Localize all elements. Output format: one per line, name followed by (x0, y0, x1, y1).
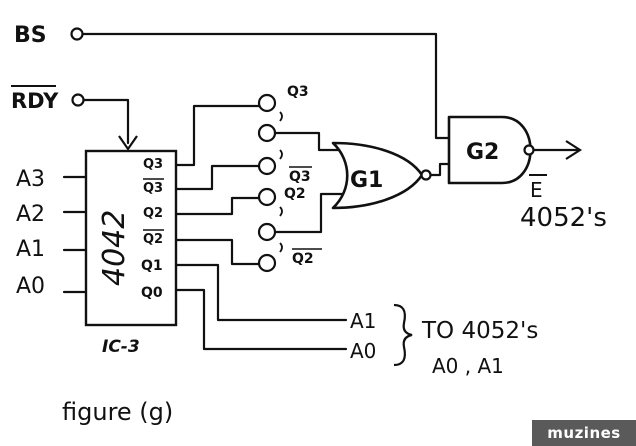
q2-wire (174, 196, 264, 216)
pin-q0: Q0 (141, 285, 163, 301)
link-q3-not-terminal (257, 156, 277, 176)
gate-g1 (331, 141, 424, 210)
gate-g2-bubble (523, 144, 535, 156)
muzines-watermark: muzines (532, 420, 636, 446)
a1-label: A1 (16, 237, 45, 262)
rdy-arrow-icon (118, 135, 138, 151)
pin-q3-not: Q3 (143, 181, 163, 196)
pin-q1: Q1 (141, 258, 163, 274)
link-q2-not-terminal (257, 253, 277, 273)
link-selector: Q3 Q3 Q2 Q2 (257, 84, 322, 273)
link-q2-label: Q2 (284, 186, 306, 202)
bs-wire (81, 32, 452, 140)
ic-pin-labels: Q3 Q3 Q2 Q2 Q1 Q0 (141, 157, 164, 301)
link-q2-terminal (257, 187, 277, 207)
link-q3-not-label: Q3 (289, 169, 311, 185)
to-4052-pins: A0 , A1 (432, 354, 504, 378)
a3-label: A3 (16, 167, 45, 192)
a2-label: A2 (16, 202, 45, 227)
figure-caption: figure (g) (62, 398, 173, 426)
e-output-arrow-icon (565, 140, 583, 160)
ic-part-number: 4042 (97, 210, 132, 286)
pin-q2-not: Q2 (143, 232, 163, 247)
g1-input-b-wire (273, 192, 344, 234)
q1-wire (174, 263, 348, 322)
link-bracket-2 (279, 149, 283, 160)
ic-4042-body (84, 149, 178, 327)
ic-designator: IC-3 (102, 337, 140, 357)
link-q2-not-label: Q2 (292, 251, 314, 267)
link-common-1 (257, 123, 277, 143)
out-a1-label: A1 (350, 309, 376, 333)
q3-not-wire (174, 164, 264, 191)
a0-label: A0 (16, 274, 45, 299)
ic-output-wires (174, 104, 348, 351)
to-4052-text: TO 4052's (421, 318, 538, 344)
e-target: 4052's (520, 203, 607, 233)
q3-wire (174, 104, 264, 167)
address-inputs: A3 A2 A1 A0 (16, 167, 88, 299)
pin-q3: Q3 (143, 157, 163, 172)
bs-terminal (70, 27, 84, 41)
link-bracket-3 (279, 206, 283, 217)
g1-input-a-wire (273, 131, 344, 152)
rdy-terminal (71, 93, 85, 107)
output-brace (393, 303, 413, 367)
link-q3-terminal (257, 93, 277, 113)
link-common-2 (257, 222, 277, 242)
rdy-wire (82, 98, 130, 145)
link-bracket-4 (279, 242, 283, 253)
link-bracket-1 (279, 111, 283, 122)
q0-wire (174, 288, 348, 351)
gate-g1-bubble (420, 169, 432, 181)
q2-not-wire (174, 238, 264, 266)
link-q3-label: Q3 (287, 84, 309, 100)
bs-input: BS (14, 23, 84, 48)
out-a0-label: A0 (350, 339, 376, 363)
e-label: E (530, 178, 543, 202)
gate-g1-label: G1 (350, 168, 383, 193)
rdy-input: RDY (11, 85, 85, 113)
bs-label: BS (14, 23, 47, 48)
pin-q2: Q2 (143, 206, 163, 221)
g1-to-g2-wire (429, 162, 452, 177)
gate-g2-label: G2 (466, 140, 499, 165)
rdy-label: RDY (11, 89, 59, 113)
